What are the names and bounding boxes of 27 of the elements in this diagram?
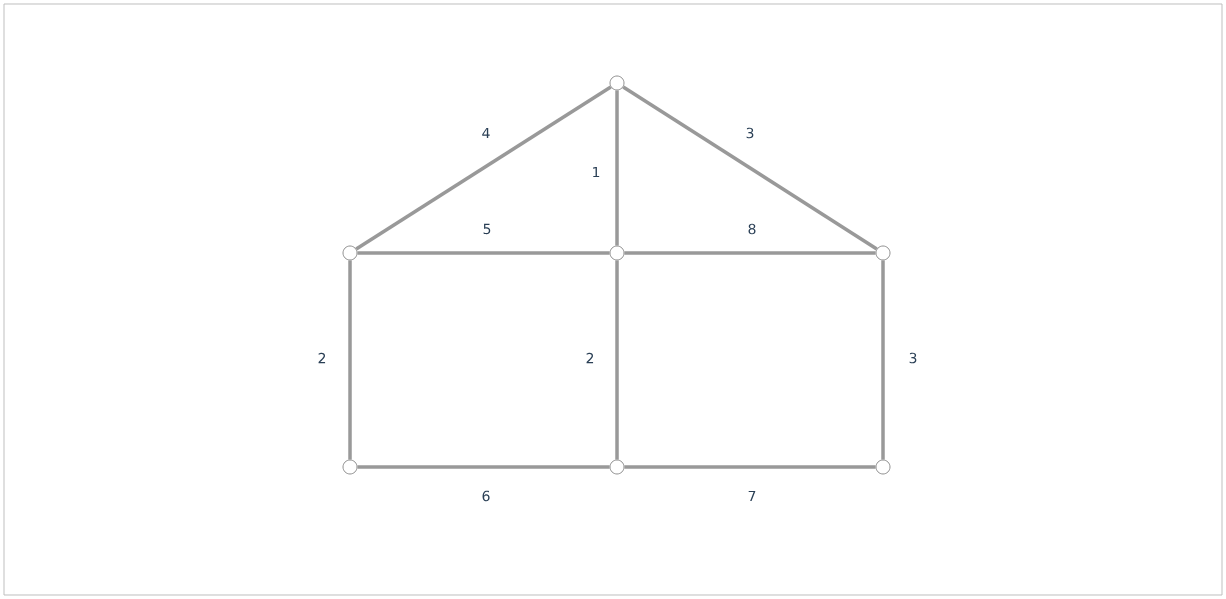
edge-line <box>355 85 612 251</box>
edge-line <box>881 260 885 460</box>
edge-label: 3 <box>746 127 754 139</box>
edge-label: 6 <box>482 490 490 502</box>
edge-label: 8 <box>748 223 756 235</box>
vertex-circle <box>609 75 625 91</box>
edge-line <box>357 465 610 469</box>
edge-label: 1 <box>593 166 600 178</box>
edge-line <box>624 251 876 255</box>
vertex-circle <box>342 459 358 475</box>
edge-line <box>615 90 619 246</box>
edge-line <box>622 85 878 251</box>
vertex-circle <box>342 245 358 261</box>
edge-line <box>357 251 610 255</box>
edge-label: 7 <box>748 490 756 502</box>
edge-label: 2 <box>318 352 326 364</box>
edge-line <box>348 260 352 460</box>
edge-line <box>615 260 619 460</box>
vertex-circle <box>875 245 891 261</box>
edge-label: 3 <box>909 352 917 364</box>
edge-label: 5 <box>483 223 491 235</box>
vertex-circle <box>609 245 625 261</box>
edge-label: 4 <box>482 127 490 139</box>
edge-line <box>624 465 876 469</box>
vertex-circle <box>875 459 891 475</box>
edge-label: 2 <box>586 352 594 364</box>
vertex-circle <box>609 459 625 475</box>
